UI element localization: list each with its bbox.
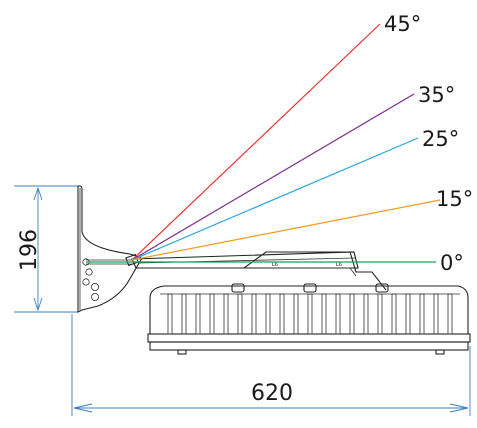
heat-sink-fin bbox=[279, 293, 285, 335]
width-label: 620 bbox=[251, 381, 293, 406]
beam-line-15 bbox=[131, 199, 441, 261]
height-label: 196 bbox=[17, 229, 42, 271]
heat-sink-fin bbox=[223, 293, 229, 335]
angle-label-0: 0° bbox=[440, 251, 464, 275]
bracket-hole bbox=[82, 278, 90, 286]
heat-sink-fin bbox=[251, 293, 257, 335]
heat-sink-fin bbox=[391, 293, 397, 335]
heat-sink-fins bbox=[167, 293, 453, 335]
bracket-hole bbox=[85, 268, 93, 276]
angle-label-15: 15° bbox=[436, 187, 473, 211]
heat-sink-fin bbox=[433, 293, 439, 335]
svg-text:L6: L6 bbox=[272, 262, 278, 268]
heat-sink-fin bbox=[377, 293, 383, 335]
heat-sink-fin bbox=[265, 293, 271, 335]
heat-sink-fin bbox=[335, 293, 341, 335]
lamp-arm: L6 L6 bbox=[131, 251, 387, 291]
beam-line-45 bbox=[131, 23, 381, 261]
heat-sink-fin bbox=[237, 293, 243, 335]
height-dimension: 196 bbox=[14, 185, 78, 313]
heat-sink-fin bbox=[447, 293, 453, 335]
heat-sink-fin bbox=[363, 293, 369, 335]
heat-sink-fin bbox=[293, 293, 299, 335]
heat-sink-fin bbox=[321, 293, 327, 335]
angle-labels: 45° 35° 25° 15° 0° bbox=[384, 12, 473, 275]
heat-sink-fin bbox=[405, 293, 411, 335]
angle-label-25: 25° bbox=[422, 127, 459, 151]
heat-sink-fin bbox=[307, 293, 313, 335]
bracket-hole bbox=[91, 292, 100, 301]
angle-label-45: 45° bbox=[384, 12, 421, 36]
svg-text:L6: L6 bbox=[336, 262, 342, 268]
beam-line-25 bbox=[131, 137, 419, 261]
angle-label-35: 35° bbox=[418, 83, 455, 107]
heat-sink-fin bbox=[419, 293, 425, 335]
beam-angle-lines bbox=[86, 23, 441, 265]
heat-sink bbox=[147, 283, 471, 355]
mounting-bracket bbox=[77, 185, 143, 313]
heat-sink-fin bbox=[195, 293, 201, 335]
beam-line-35 bbox=[131, 93, 415, 261]
heat-sink-fin bbox=[209, 293, 215, 335]
heat-sink-fin bbox=[349, 293, 355, 335]
heat-sink-fin bbox=[181, 293, 187, 335]
bracket-hole bbox=[91, 282, 100, 291]
heat-sink-fin bbox=[167, 293, 173, 335]
width-dimension: 620 bbox=[71, 314, 471, 416]
